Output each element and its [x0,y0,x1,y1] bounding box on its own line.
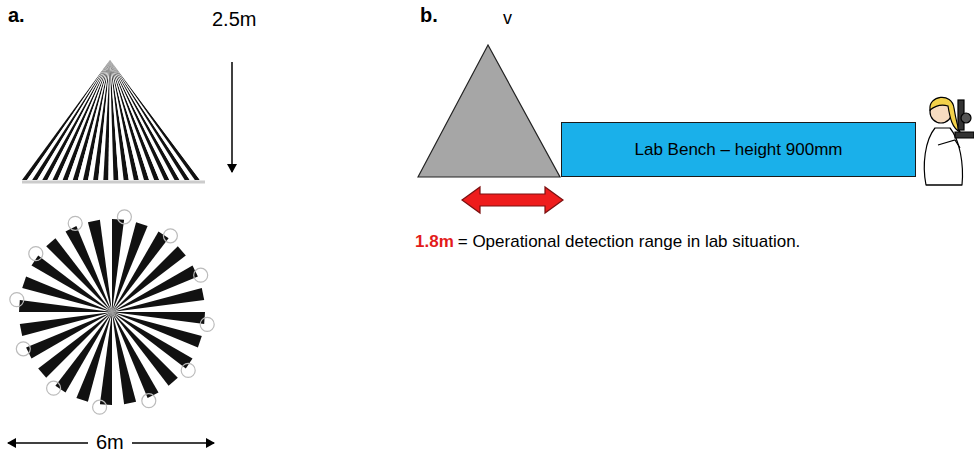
fan-wedge [47,60,110,180]
star-scallop [200,317,214,331]
lab-bench: Lab Bench – height 900mm [561,122,916,177]
range-note: = Operational detection range in lab sit… [458,232,801,252]
panel-letter: b. [420,4,438,27]
star-scallop [47,381,61,395]
star-wedge [112,312,136,404]
range-arrow [462,187,563,213]
star-wedge [20,312,112,336]
star-scallop [163,229,177,243]
star-scallop [10,293,24,307]
fan-wedge [110,60,205,180]
fan-wedge [27,60,110,180]
dimension-label: 6m [96,431,124,454]
detection-fan-side [22,60,205,182]
width-arrow-right [132,442,214,444]
fan-wedge [37,60,110,180]
fan-wedge [42,60,110,180]
fan-wedge [22,60,110,180]
bench-label: Lab Bench – height 900mm [635,140,843,160]
fan-wedge [88,60,110,180]
star-scallop [181,363,195,377]
fan-wedge [93,60,110,180]
star-scallop [29,247,43,261]
range-value: 1.8m [415,232,454,252]
fan-fringe [22,181,205,184]
fan-wedge [73,60,110,180]
fan-wedge [63,60,110,180]
width-arrow-left [8,442,88,444]
panel-letter: a. [8,4,25,27]
star-wedge [112,288,204,312]
fan-wedge [58,60,110,180]
fan-wedge [83,60,110,180]
star-scallop [16,342,30,356]
star-scallop [142,394,156,408]
height-arrow [231,62,233,172]
fan-wedge [78,60,110,180]
detection-fan-top [10,210,214,414]
scientist-clipart [924,97,974,185]
sensor-cone [418,45,560,177]
fan-wedge [68,60,110,180]
fan-wedge [32,60,110,180]
star-wedge [88,220,112,312]
fan-wedge [98,60,110,180]
star-scallop [68,216,82,230]
star-scallop [93,400,107,414]
star-scallop [117,210,131,224]
dimension-label: 2.5m [212,8,256,31]
fan-wedge [53,60,111,180]
sensor-label: v [503,8,512,29]
star-scallop [194,268,208,282]
